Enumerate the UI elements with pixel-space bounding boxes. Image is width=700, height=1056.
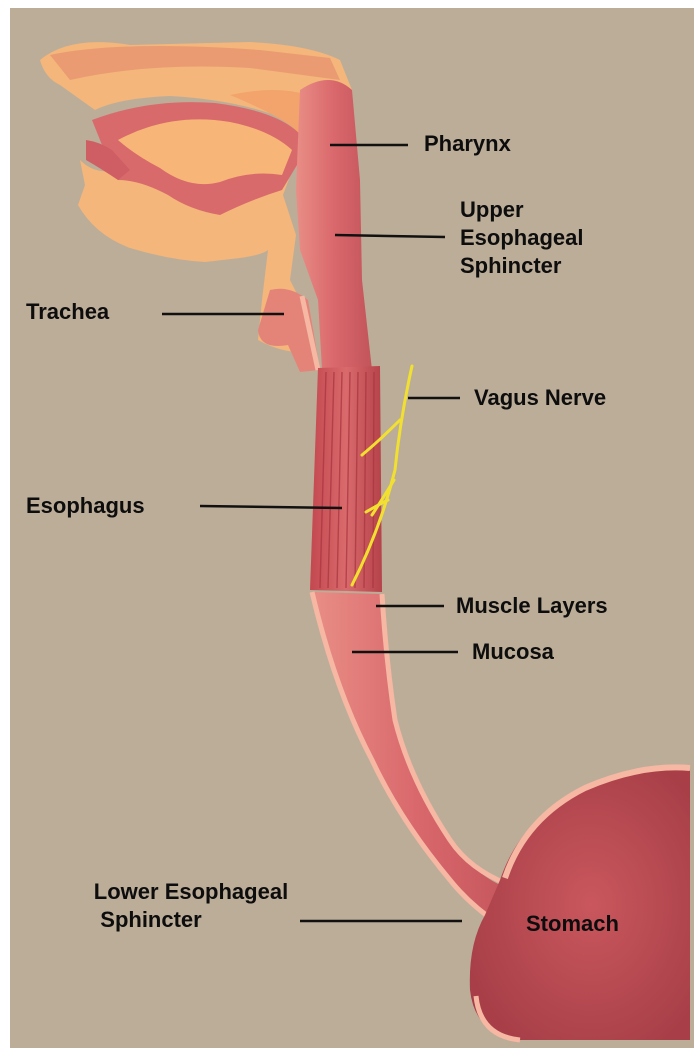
- stomach-label: Stomach: [526, 910, 619, 938]
- upper-sphincter-line-2: Esophageal: [460, 224, 583, 252]
- vagus-nerve-label: Vagus Nerve: [474, 384, 606, 412]
- upper-sphincter-line-1: Upper: [460, 196, 583, 224]
- lower-esophageal-sphincter-label: Lower Esophageal Sphincter: [46, 878, 336, 934]
- upper-esophageal-sphincter-label: Upper Esophageal Sphincter: [460, 196, 583, 280]
- esophagus-label: Esophagus: [26, 492, 145, 520]
- stomach-shape: [470, 769, 690, 1040]
- muscle-layers-label: Muscle Layers: [456, 592, 608, 620]
- pharynx-label: Pharynx: [424, 130, 511, 158]
- trachea-label: Trachea: [26, 298, 109, 326]
- lower-sphincter-line-1: Lower Esophageal: [46, 878, 336, 906]
- mucosa-label: Mucosa: [472, 638, 554, 666]
- lower-sphincter-line-2: Sphincter: [46, 906, 336, 934]
- upper-sphincter-line-3: Sphincter: [460, 252, 583, 280]
